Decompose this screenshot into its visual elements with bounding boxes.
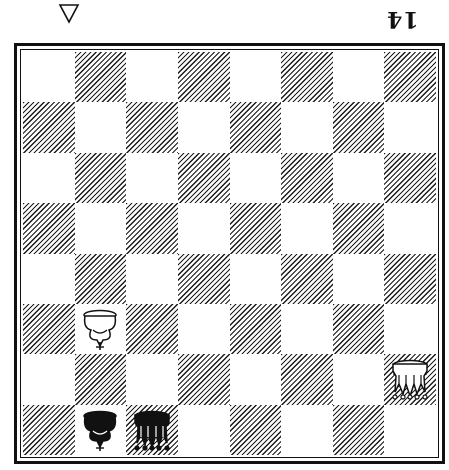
board-square[interactable] [333,153,385,203]
board-square[interactable] [281,254,333,304]
triangle-down-icon [58,2,80,24]
board-square[interactable] [126,405,178,455]
board-square[interactable] [281,153,333,203]
chess-board [14,43,445,464]
board-square[interactable] [281,354,333,404]
board-square[interactable] [230,102,282,152]
board-square[interactable] [23,203,75,253]
board-square[interactable] [281,203,333,253]
board-square[interactable] [178,254,230,304]
board-square[interactable] [126,203,178,253]
board-square[interactable] [126,153,178,203]
board-square[interactable] [178,354,230,404]
board-square[interactable] [23,52,75,102]
board-square[interactable] [333,52,385,102]
board-square[interactable] [75,102,127,152]
board-square[interactable] [178,405,230,455]
board-square[interactable] [23,153,75,203]
board-square[interactable] [384,153,436,203]
board-square[interactable] [126,304,178,354]
board-square[interactable] [178,203,230,253]
board-square[interactable] [178,153,230,203]
board-square[interactable] [230,405,282,455]
black-queen-icon[interactable] [77,407,123,453]
board-square[interactable] [23,354,75,404]
board-square[interactable] [126,354,178,404]
board-square[interactable] [230,254,282,304]
board-square[interactable] [384,405,436,455]
board-square[interactable] [333,254,385,304]
board-square[interactable] [384,52,436,102]
board-square[interactable] [384,254,436,304]
board-square[interactable] [281,52,333,102]
board-square[interactable] [75,153,127,203]
board-square[interactable] [230,354,282,404]
board-square[interactable] [333,405,385,455]
board-square[interactable] [75,304,127,354]
board-square[interactable] [230,153,282,203]
board-square[interactable] [178,52,230,102]
board-square[interactable] [281,102,333,152]
board-square[interactable] [384,354,436,404]
board-square[interactable] [230,304,282,354]
white-king-icon[interactable] [387,356,433,402]
board-square[interactable] [75,203,127,253]
board-square[interactable] [75,254,127,304]
board-square[interactable] [75,52,127,102]
board-square[interactable] [384,304,436,354]
board-square[interactable] [333,304,385,354]
board-square[interactable] [126,102,178,152]
board-square[interactable] [384,203,436,253]
board-square[interactable] [281,405,333,455]
white-queen-icon[interactable] [77,306,123,352]
board-square[interactable] [23,102,75,152]
board-square[interactable] [126,52,178,102]
board-square[interactable] [230,203,282,253]
board-square[interactable] [126,254,178,304]
board-square[interactable] [333,354,385,404]
board-square[interactable] [75,405,127,455]
board-square[interactable] [75,354,127,404]
board-square[interactable] [23,405,75,455]
board-square[interactable] [23,254,75,304]
board-square[interactable] [384,102,436,152]
board-square[interactable] [23,304,75,354]
board-square[interactable] [281,304,333,354]
board-square[interactable] [178,304,230,354]
puzzle-number: 14 [386,6,419,32]
board-square[interactable] [333,102,385,152]
board-square[interactable] [333,203,385,253]
board-square[interactable] [178,102,230,152]
board-square[interactable] [230,52,282,102]
black-king-icon[interactable] [129,407,175,453]
